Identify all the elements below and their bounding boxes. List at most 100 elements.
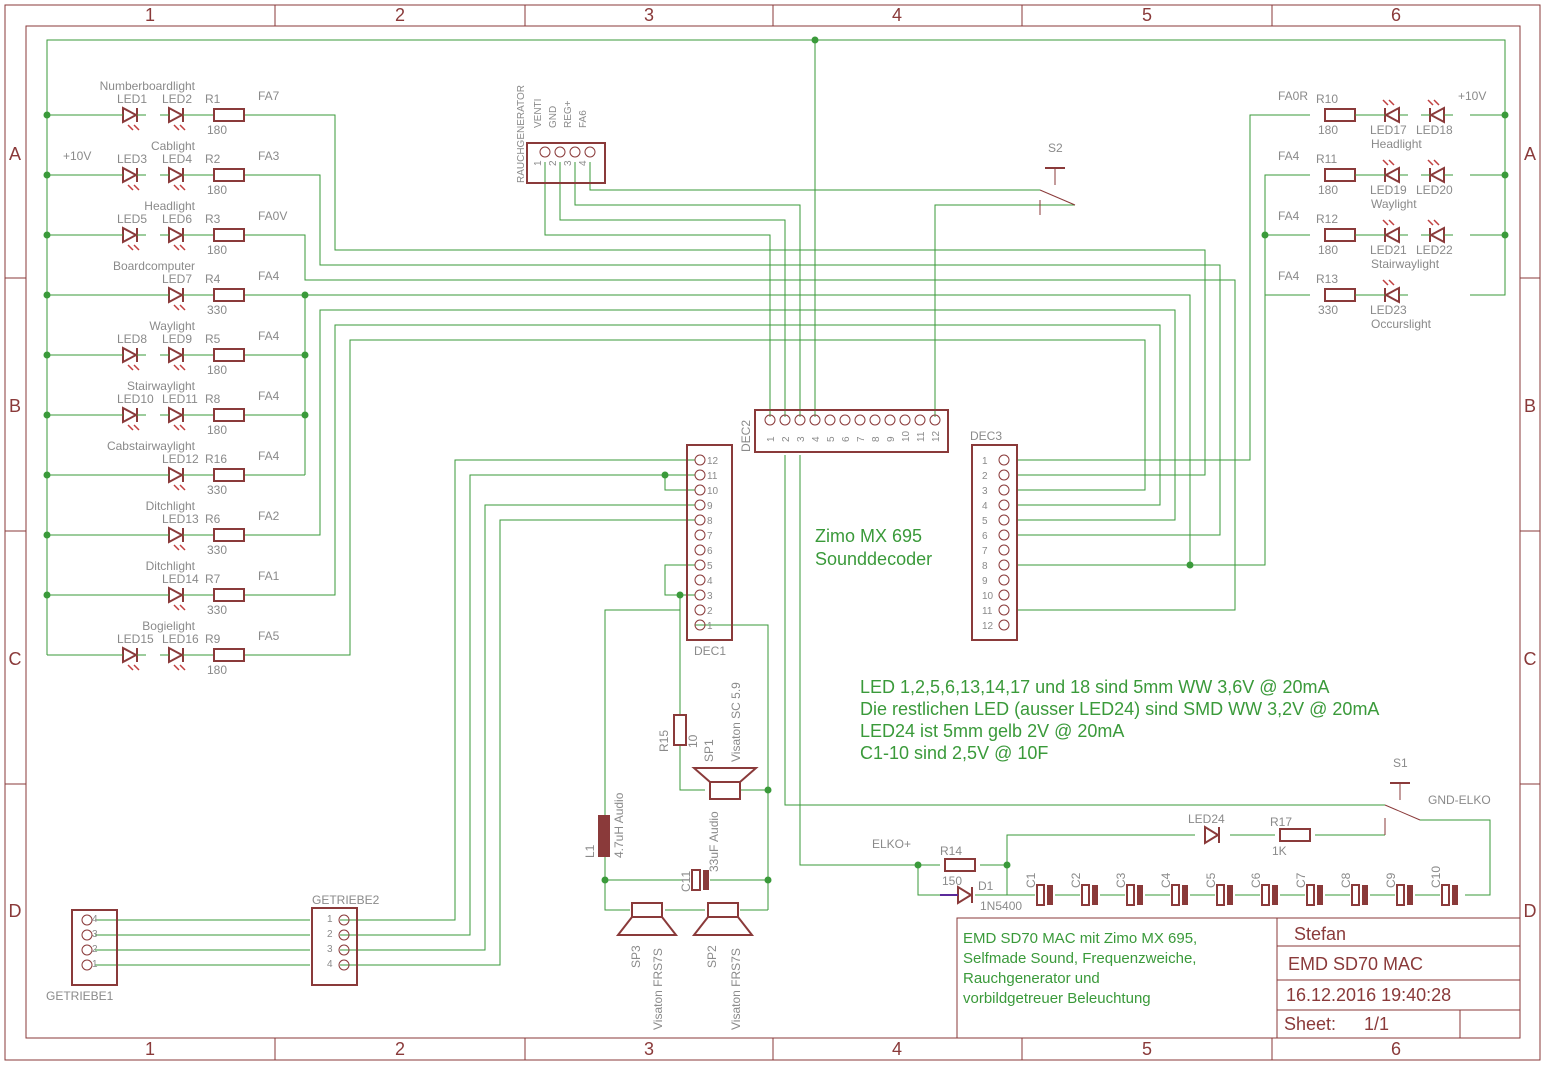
dec3-pin-label: 6 — [982, 531, 988, 542]
led-body — [168, 286, 185, 304]
note-3: LED24 ist 5mm gelb 2V @ 20mA — [860, 721, 1124, 741]
sp3-speaker: SP3 Visaton FRS7S — [615, 902, 679, 1030]
note-2: Die restlichen LED (ausser LED24) sind S… — [860, 699, 1379, 719]
cap-label: C8 — [1339, 872, 1353, 888]
resistor-value: 330 — [207, 483, 227, 497]
d1-value: 1N5400 — [980, 899, 1022, 913]
light-arrows-icon — [173, 664, 186, 671]
led-label: LED13 — [162, 512, 199, 526]
dec2-pin-label: 12 — [931, 430, 942, 442]
dec2-pin-5 — [824, 414, 836, 426]
cap-label: C2 — [1069, 872, 1083, 888]
dec2-pin-label: 9 — [886, 436, 897, 442]
resistor-label: R6 — [205, 512, 221, 526]
group-title: Waylight — [1371, 197, 1417, 211]
led-label: LED10 — [117, 392, 154, 406]
led-body — [122, 646, 139, 664]
dec3-pin-2 — [998, 469, 1010, 481]
led-led22 — [1421, 219, 1453, 244]
fa-label: FA4 — [258, 269, 280, 283]
led-label: LED20 — [1416, 183, 1453, 197]
dec1-pin-label: 12 — [707, 456, 719, 467]
cap-plate-neg — [1407, 885, 1413, 905]
dec1-pin-8 — [694, 514, 706, 526]
sp3-label: SP3 — [629, 945, 643, 968]
led-led18 — [1421, 99, 1453, 124]
title-author: Stefan — [1294, 924, 1346, 944]
col-label-6-bottom: 6 — [1391, 1039, 1401, 1059]
r17: R17 1K — [1270, 815, 1311, 858]
rauch-num-1: 1 — [533, 160, 544, 166]
led-label: LED12 — [162, 452, 199, 466]
cap-plate — [1081, 884, 1090, 906]
cap-plate — [1261, 884, 1270, 906]
dec2-pin-7 — [854, 414, 866, 426]
dec3-pin-label: 9 — [982, 576, 988, 587]
resistor-value: 330 — [207, 543, 227, 557]
fa-label: FA4 — [1278, 209, 1300, 223]
dec1-pin-label: 8 — [707, 516, 713, 527]
light-arrows-icon — [127, 664, 140, 671]
light-arrows-icon — [127, 424, 140, 431]
dec3-pin-12 — [998, 619, 1010, 631]
title-desc-line-4: vorbildgetreuer Beleuchtung — [963, 990, 1151, 1007]
rauch-name: RAUCHGENERATOR — [516, 85, 527, 183]
cap-plate — [1306, 884, 1315, 906]
group-title: Bogielight — [142, 619, 195, 633]
fa-label: FA4 — [258, 449, 280, 463]
resistor-r16 — [213, 468, 245, 482]
group-title: Ditchlight — [146, 559, 196, 573]
col-label-6: 6 — [1391, 5, 1401, 25]
rauch-pin-fa6: FA6 — [578, 110, 589, 128]
c11-label: C11 — [679, 871, 693, 892]
led-label: LED17 — [1370, 123, 1407, 137]
col-label-5-bottom: 5 — [1142, 1039, 1152, 1059]
resistor-value: 330 — [207, 303, 227, 317]
cap-plate-neg — [1227, 885, 1233, 905]
dec2-pin-label: 7 — [856, 436, 867, 442]
led-led23 — [1376, 279, 1408, 304]
led-label: LED1 — [117, 92, 147, 106]
light-arrows-icon — [127, 124, 140, 131]
group-title: Stairwaylight — [1371, 257, 1440, 271]
dec2-pin-label: 5 — [826, 436, 837, 442]
resistor-r3 — [213, 228, 245, 242]
capacitor-c5: C5 — [1204, 872, 1233, 906]
led-led6 — [160, 226, 192, 251]
c11-value: 33uF Audio — [707, 811, 721, 872]
resistor-r7 — [213, 588, 245, 602]
dec1-pin-5 — [694, 559, 706, 571]
sp2-label: SP2 — [705, 945, 719, 968]
led-led11 — [160, 406, 192, 431]
light-arrows-icon — [127, 364, 140, 371]
dec3-pin-7 — [998, 544, 1010, 556]
dec1-pin-10 — [694, 484, 706, 496]
led-body — [168, 166, 185, 184]
led-body — [122, 346, 139, 364]
resistor-label: R1 — [205, 92, 221, 106]
led-led21 — [1376, 219, 1408, 244]
capacitor-c1: C1 — [1024, 872, 1053, 906]
cap-label: C9 — [1384, 872, 1398, 888]
led-body — [1383, 106, 1400, 124]
dec1-pin-label: 7 — [707, 531, 713, 542]
resistor-value: 180 — [207, 243, 227, 257]
light-arrows-icon — [1427, 159, 1440, 166]
cap-plate — [1396, 884, 1405, 906]
capacitor-c8: C8 — [1339, 872, 1368, 906]
d1-label: D1 — [978, 879, 994, 893]
capacitor-c10: C10 — [1429, 866, 1458, 906]
dec1-pin-label: 10 — [707, 486, 719, 497]
led-label: LED21 — [1370, 243, 1407, 257]
cap-plate-neg — [1137, 885, 1143, 905]
rauch-num-4: 4 — [578, 160, 589, 166]
group-title: Cabstairwaylight — [107, 439, 196, 453]
led-label: LED16 — [162, 632, 199, 646]
led24: LED24 — [1188, 812, 1225, 845]
cap-label: C5 — [1204, 872, 1218, 888]
note-4: C1-10 sind 2,5V @ 10F — [860, 743, 1048, 763]
dec1-pin-label: 6 — [707, 546, 713, 557]
fa-label: FA3 — [258, 149, 280, 163]
